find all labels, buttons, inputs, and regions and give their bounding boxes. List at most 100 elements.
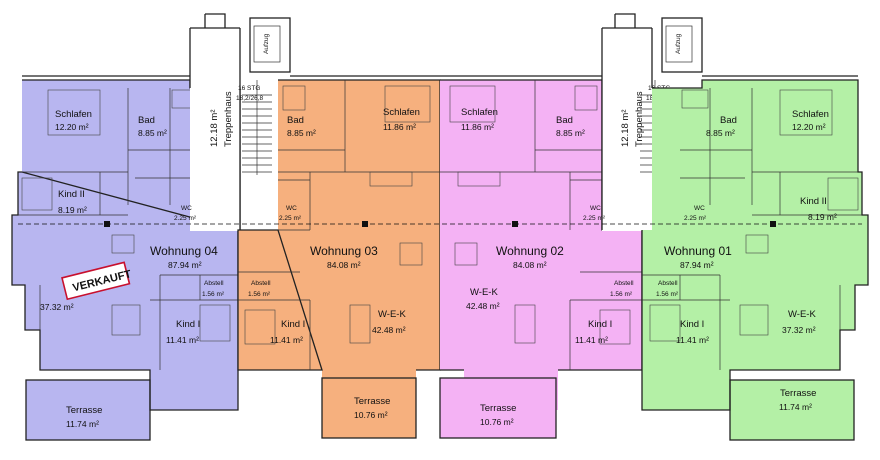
axis-markers (104, 221, 776, 227)
terrace-01-fill (730, 380, 854, 440)
unit-03-partitions (238, 80, 440, 370)
w01-kind1-label: Kind I (680, 319, 704, 330)
w03-abstell-area: 1.56 m² (248, 291, 271, 298)
w01-kind2-label: Kind II (800, 196, 827, 207)
bed-kind1-04 (199, 304, 231, 342)
stair-left-fill (190, 26, 240, 231)
unit-03-fill (238, 80, 440, 410)
w04-schlafen-label: Schlafen (55, 109, 92, 120)
sofa-03 (349, 304, 371, 344)
stair-left-steps (242, 80, 272, 175)
tub-01 (681, 89, 709, 109)
terrace-02-outline (439, 377, 557, 439)
w04-kind2-area: 8.19 m² (58, 205, 87, 215)
tub-03 (282, 85, 306, 111)
w02-wek-label: W-E-K (470, 287, 498, 298)
stair-left-walls (189, 13, 241, 230)
terrace-03-fill (322, 378, 416, 438)
w01-abstell-label: Abstell (658, 280, 678, 287)
w03-terrasse-area: 10.76 m² (354, 410, 388, 420)
unit-wohnung-02 (439, 79, 643, 439)
bed-kind2-01 (827, 177, 859, 211)
w01-schlafen-area: 12.20 m² (792, 122, 826, 132)
w04-abstell-label: Abstell (204, 280, 224, 287)
unit-02-fill (440, 80, 642, 410)
w01-area: 87.94 m² (680, 260, 714, 270)
w04-bad-area: 8.85 m² (138, 128, 167, 138)
stair-left-label: Treppenhaus (223, 91, 234, 147)
w02-schlafen-label: Schlafen (461, 107, 498, 118)
w01-kind2-area: 8.19 m² (808, 212, 837, 222)
w01-wc-label: WC (694, 205, 705, 212)
bed-kind1-03 (244, 309, 276, 345)
w02-kind1-label: Kind I (588, 319, 612, 330)
table-02 (454, 242, 478, 266)
w02-abstell-area: 1.56 m² (610, 291, 633, 298)
w03-name: Wohnung 03 (310, 244, 378, 258)
kitchen-03 (369, 171, 413, 187)
w01-wc-area: 2.25 m² (684, 215, 707, 222)
sofa-01 (739, 304, 769, 336)
terrace-02-fill (440, 378, 556, 438)
w03-schlafen-label: Schlafen (383, 107, 420, 118)
w02-terrasse-label: Terrasse (480, 403, 516, 414)
w04-abstell-area: 1.56 m² (202, 291, 225, 298)
sofa-04 (111, 304, 141, 336)
w04-bad-label: Bad (138, 115, 155, 126)
w02-name: Wohnung 02 (496, 244, 564, 258)
lift-left-outline (249, 17, 291, 73)
lift-right-label: Aufzug (675, 33, 682, 54)
table-04 (111, 234, 135, 254)
w04-wek-area: 37.32 m² (40, 302, 74, 312)
bed-kind1-01 (649, 304, 681, 342)
w03-area: 84.08 m² (327, 260, 361, 270)
w01-kind1-area: 11.41 m² (676, 335, 709, 345)
w03-wc-label: WC (286, 205, 297, 212)
w03-abstell-label: Abstell (251, 280, 271, 287)
w04-kind1-label: Kind I (176, 319, 200, 330)
terrace-04-fill (26, 380, 150, 440)
stair-right-fill (602, 26, 652, 231)
w02-area: 84.08 m² (513, 260, 547, 270)
lift-left-car (253, 25, 281, 63)
lift-right-outline (661, 17, 703, 73)
unit-01-fill (642, 80, 868, 410)
w04-wc-area: 2.25 m² (174, 215, 197, 222)
w03-wek-label: W-E-K (378, 309, 406, 320)
w04-area: 87.94 m² (168, 260, 202, 270)
unit-02-partitions (440, 80, 642, 370)
w02-terrasse-area: 10.76 m² (480, 417, 514, 427)
bed-schlafen-01 (779, 89, 833, 136)
w04-terrasse-label: Terrasse (66, 405, 102, 416)
w03-wc-area: 2.25 m² (279, 215, 302, 222)
unit-04-fill (12, 80, 240, 410)
w02-wc-area: 2.25 m² (583, 215, 606, 222)
w02-wc-label: WC (590, 205, 601, 212)
stair-left-step-dim: 18,2/26,8 (236, 95, 263, 102)
w02-bad-label: Bad (556, 115, 573, 126)
unit-wohnung-04 (11, 79, 241, 441)
stair-right-label: Treppenhaus (634, 91, 645, 147)
w01-wek-label: W-E-K (788, 309, 816, 320)
sofa-02 (514, 304, 536, 344)
w02-bad-area: 8.85 m² (556, 128, 585, 138)
w04-schlafen-area: 12.20 m² (55, 122, 89, 132)
w04-kind2-label: Kind II (58, 189, 85, 200)
w03-bad-label: Bad (287, 115, 304, 126)
w03-schlafen-area: 11.86 m² (383, 122, 416, 132)
w02-abstell-label: Abstell (614, 280, 634, 287)
w01-terrasse-area: 11.74 m² (779, 402, 812, 412)
w01-bad-label: Bad (720, 115, 737, 126)
stair-right-walls (601, 13, 653, 230)
w04-name: Wohnung 04 (150, 244, 218, 258)
lift-left-label: Aufzug (263, 33, 270, 54)
stair-right-dim: 12.18 m² (620, 110, 631, 148)
table-01 (745, 234, 769, 254)
unit-01-partitions (642, 88, 862, 370)
terrace-03-outline (321, 377, 417, 439)
w01-schlafen-label: Schlafen (792, 109, 829, 120)
unit-04-partitions (18, 88, 238, 370)
w03-kind1-label: Kind I (281, 319, 305, 330)
w01-terrasse-label: Terrasse (780, 388, 816, 399)
